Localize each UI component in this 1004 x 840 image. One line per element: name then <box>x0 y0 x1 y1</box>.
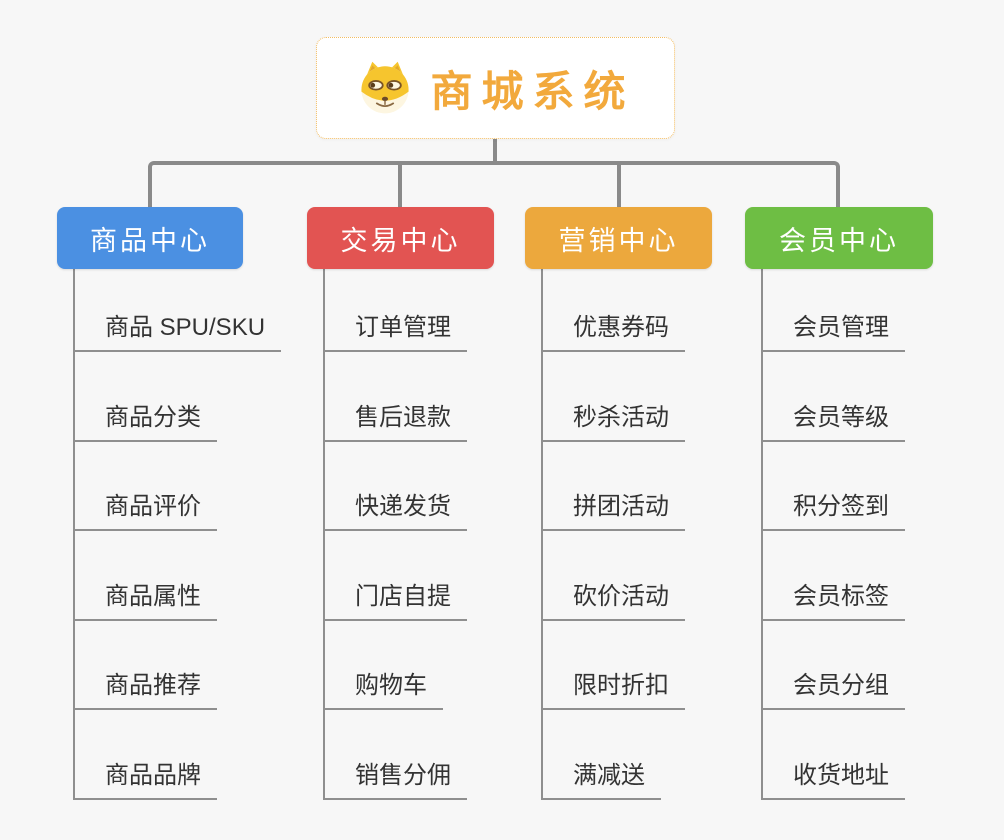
leaf-item[interactable]: 收货地址 <box>761 752 905 800</box>
root-connector-stub <box>493 139 497 164</box>
leaf-item[interactable]: 快递发货 <box>323 483 467 531</box>
branch-label: 会员中心 <box>779 225 899 256</box>
branch-node-4[interactable]: 会员中心 <box>745 207 933 269</box>
branch-label: 营销中心 <box>558 225 679 256</box>
branch-connector-drop-2 <box>398 163 402 209</box>
leaf-item[interactable]: 商品推荐 <box>73 662 217 710</box>
leaf-item[interactable]: 拼团活动 <box>541 483 685 531</box>
leaf-item[interactable]: 限时折扣 <box>541 662 685 710</box>
leaf-item[interactable]: 砍价活动 <box>541 573 685 621</box>
branch-node-3[interactable]: 营销中心 <box>525 207 712 269</box>
leaf-item[interactable]: 售后退款 <box>323 394 467 442</box>
branch-node-2[interactable]: 交易中心 <box>307 207 494 269</box>
doge-icon <box>356 59 414 117</box>
leaf-item[interactable]: 积分签到 <box>761 483 905 531</box>
leaf-item[interactable]: 会员等级 <box>761 394 905 442</box>
branch-trunk-line <box>761 269 763 800</box>
leaf-item[interactable]: 优惠券码 <box>541 304 685 352</box>
leaf-item[interactable]: 商品品牌 <box>73 752 217 800</box>
leaf-item[interactable]: 商品 SPU/SKU <box>73 304 282 352</box>
leaf-item[interactable]: 销售分佣 <box>323 752 467 800</box>
branch-trunk-line <box>323 269 325 800</box>
leaf-item[interactable]: 门店自提 <box>323 573 467 621</box>
branch-connector-bus <box>148 161 840 209</box>
root-title: 商城系统 <box>430 67 635 115</box>
leaf-item[interactable]: 满减送 <box>541 752 661 800</box>
leaf-item[interactable]: 秒杀活动 <box>541 394 685 442</box>
leaf-item[interactable]: 会员管理 <box>761 304 905 352</box>
leaf-item[interactable]: 会员标签 <box>761 573 905 621</box>
leaf-item[interactable]: 购物车 <box>323 662 443 710</box>
leaf-item[interactable]: 商品属性 <box>73 573 217 621</box>
branch-trunk-line <box>541 269 543 800</box>
branch-node-1[interactable]: 商品中心 <box>57 207 243 269</box>
leaf-item[interactable]: 商品评价 <box>73 483 217 531</box>
leaf-item[interactable]: 订单管理 <box>323 304 467 352</box>
branch-label: 商品中心 <box>90 225 210 256</box>
leaf-item[interactable]: 商品分类 <box>73 394 217 442</box>
branch-label: 交易中心 <box>340 225 461 256</box>
leaf-item[interactable]: 会员分组 <box>761 662 905 710</box>
branch-connector-drop-3 <box>617 163 621 209</box>
root-node[interactable]: 商城系统 <box>316 37 675 139</box>
branch-trunk-line <box>73 269 75 800</box>
